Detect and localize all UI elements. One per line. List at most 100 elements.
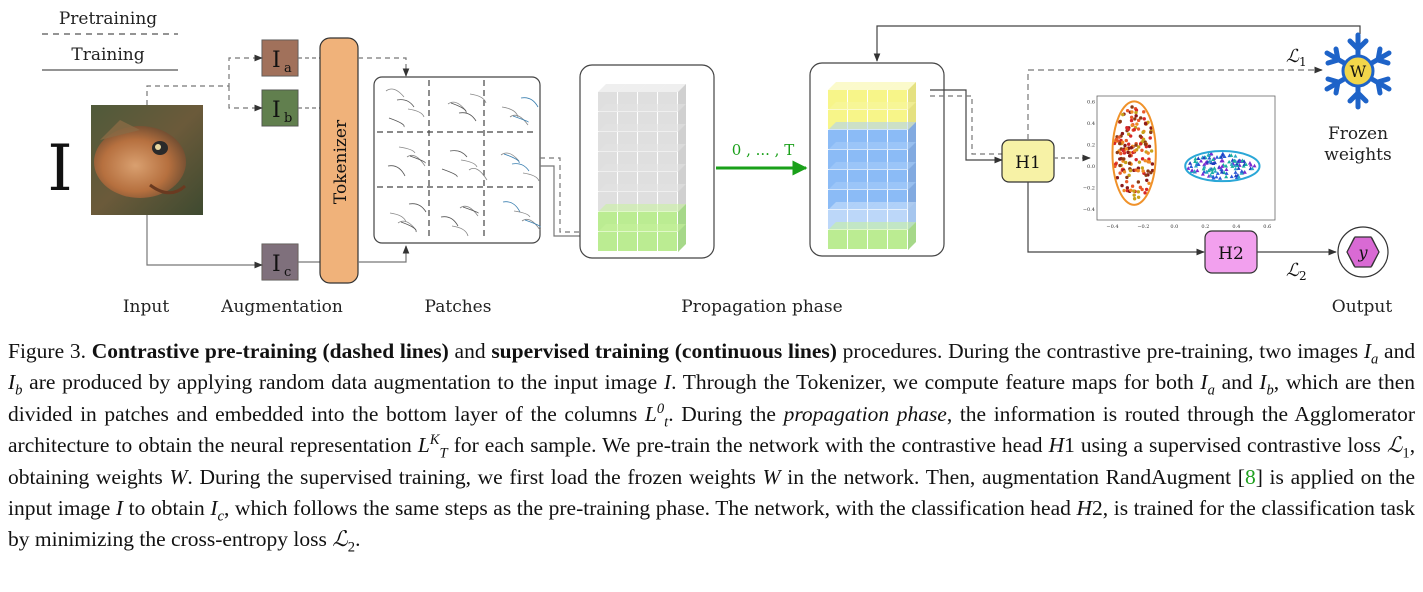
- svg-text:I: I: [272, 48, 281, 73]
- column-cube: [848, 230, 867, 249]
- column-cube-face: [618, 84, 646, 92]
- scatter-point: [1143, 158, 1147, 163]
- column-cube-face: [888, 182, 916, 190]
- scatter-point: [1219, 155, 1224, 159]
- scatter-point: [1149, 149, 1154, 153]
- scatter-point: [1118, 171, 1122, 175]
- column-cube-face: [888, 162, 916, 170]
- scatter-point: [1224, 167, 1229, 172]
- patch-edge-stroke: [388, 117, 405, 128]
- scatter-point: [1150, 162, 1155, 166]
- scatter-x-tick: 0.6: [1263, 224, 1271, 230]
- column-cube: [868, 230, 887, 249]
- scatter-y-tick: −0.4: [1083, 207, 1095, 213]
- citation-link[interactable]: 8: [1244, 464, 1256, 489]
- scatter-point: [1233, 166, 1238, 171]
- caption-text: and: [1384, 339, 1415, 363]
- scatter-point: [1140, 166, 1145, 170]
- scatter-y-tick: 0.0: [1087, 164, 1095, 170]
- scatter-point: [1147, 144, 1152, 149]
- column-cube-face: [598, 84, 626, 92]
- patch-edge-stroke: [520, 97, 539, 108]
- scatter-y-tick: 0.4: [1087, 121, 1095, 127]
- scatter-x-tick: −0.2: [1137, 224, 1149, 230]
- scatter-point: [1125, 108, 1130, 113]
- patch-edge-stroke: [511, 163, 530, 172]
- scatter-point: [1127, 154, 1132, 158]
- scatter-point: [1193, 159, 1198, 164]
- scatter-point: [1220, 164, 1225, 168]
- patch-edge-stroke: [462, 206, 479, 214]
- scatter-point: [1137, 160, 1142, 164]
- column-cube-face: [678, 224, 686, 252]
- scatter-point: [1140, 157, 1145, 161]
- snowflake-icon: W: [1324, 32, 1392, 110]
- svg-text:a: a: [284, 61, 292, 76]
- scatter-point: [1220, 151, 1225, 156]
- stage-label-patches: Patches: [425, 297, 492, 317]
- scatter-point: [1224, 174, 1229, 179]
- scatter-point: [1192, 169, 1197, 173]
- scatter-point: [1132, 193, 1136, 197]
- patch-edge-stroke: [503, 153, 520, 164]
- head-h2: H2: [1204, 230, 1258, 274]
- column-cube-face: [618, 124, 646, 132]
- legend-pretraining: Pretraining: [59, 9, 157, 29]
- aug-image-a: I a: [261, 39, 299, 77]
- scatter-point: [1123, 160, 1128, 165]
- scatter-point: [1132, 128, 1136, 132]
- frozen-weights-badge: W: [1350, 62, 1367, 81]
- caption-bold-supervised: supervised training (continuous lines): [491, 339, 837, 363]
- patch-edge-stroke: [459, 205, 479, 217]
- caption-text: . During the supervised training, we fir…: [187, 464, 756, 489]
- scatter-point: [1252, 163, 1257, 168]
- scatter-point: [1199, 158, 1204, 163]
- patch-edge-stroke: [500, 152, 520, 162]
- patch-edge-stroke: [468, 167, 488, 181]
- scatter-point: [1125, 175, 1129, 180]
- loss-l2-label: ℒ 2: [1286, 260, 1307, 283]
- scatter-point: [1149, 130, 1153, 135]
- column-cube: [598, 232, 617, 251]
- patch-edge-stroke: [502, 201, 521, 213]
- scatter-point: [1118, 163, 1122, 168]
- scatter-point: [1136, 195, 1141, 199]
- scatter-point: [1138, 134, 1143, 138]
- scatter-point: [1129, 115, 1134, 120]
- caption-text: in the network. Then, augmentation RandA…: [787, 464, 1245, 489]
- column-cube-face: [828, 222, 856, 230]
- scatter-point: [1133, 117, 1137, 121]
- scatter-point: [1126, 150, 1130, 155]
- scatter-point: [1134, 157, 1138, 162]
- scatter-point: [1125, 186, 1130, 190]
- scatter-y-tick: 0.6: [1087, 99, 1095, 105]
- scatter-point: [1207, 159, 1212, 163]
- scatter-point: [1229, 174, 1234, 179]
- scatter-point: [1204, 170, 1209, 174]
- svg-text:2: 2: [1299, 269, 1307, 283]
- column-cube: [888, 230, 907, 249]
- scatter-point: [1122, 170, 1127, 174]
- scatter-point: [1128, 134, 1133, 138]
- patch-edge-stroke: [449, 150, 468, 158]
- scatter-point: [1143, 122, 1148, 126]
- edge-patches-column-dashed: [540, 157, 580, 233]
- scatter-point: [1233, 170, 1238, 174]
- scatter-point: [1224, 163, 1229, 168]
- edge-h1-h2: [1027, 182, 1205, 256]
- patch-edge-stroke: [460, 159, 478, 168]
- patch-edge-stroke: [385, 88, 405, 98]
- scatter-point: [1130, 123, 1134, 128]
- column-cube-face: [888, 82, 916, 90]
- scatter-point: [1142, 117, 1146, 121]
- scatter-point: [1142, 110, 1146, 114]
- scatter-point: [1136, 166, 1141, 170]
- column-cube-face: [598, 144, 626, 152]
- scatter-point: [1189, 164, 1194, 169]
- scatter-point: [1242, 170, 1247, 174]
- scatter-point: [1119, 151, 1123, 156]
- scatter-point: [1132, 197, 1137, 201]
- patch-edge-stroke: [512, 115, 529, 123]
- scatter-point: [1134, 143, 1138, 147]
- scatter-point: [1118, 119, 1122, 124]
